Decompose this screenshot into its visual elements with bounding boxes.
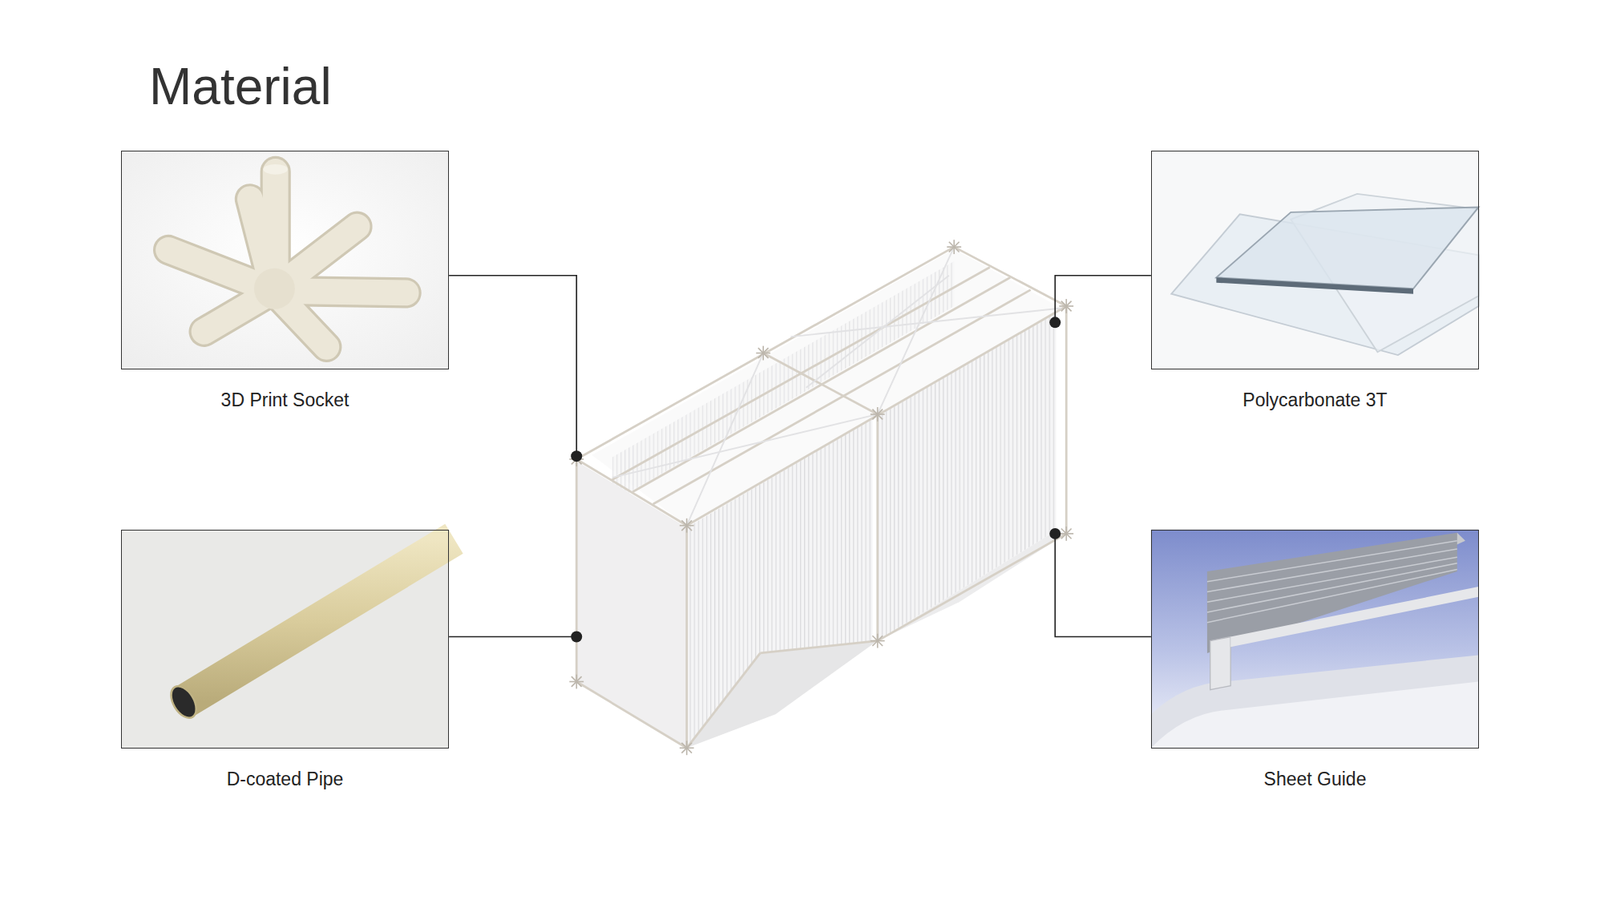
material-photo-box: Sheet Guide <box>1151 529 1479 749</box>
material-photo-box: 3D Print Socket <box>121 150 449 370</box>
material-photo-box: D-coated Pipe <box>121 529 449 749</box>
material-caption: D-coated Pipe <box>89 768 481 792</box>
material-photo-box: Polycarbonate 3T <box>1151 150 1479 370</box>
material-caption: 3D Print Socket <box>89 389 481 413</box>
material-caption: Polycarbonate 3T <box>1119 389 1511 413</box>
title: Material <box>149 60 332 113</box>
material-caption: Sheet Guide <box>1119 768 1511 792</box>
